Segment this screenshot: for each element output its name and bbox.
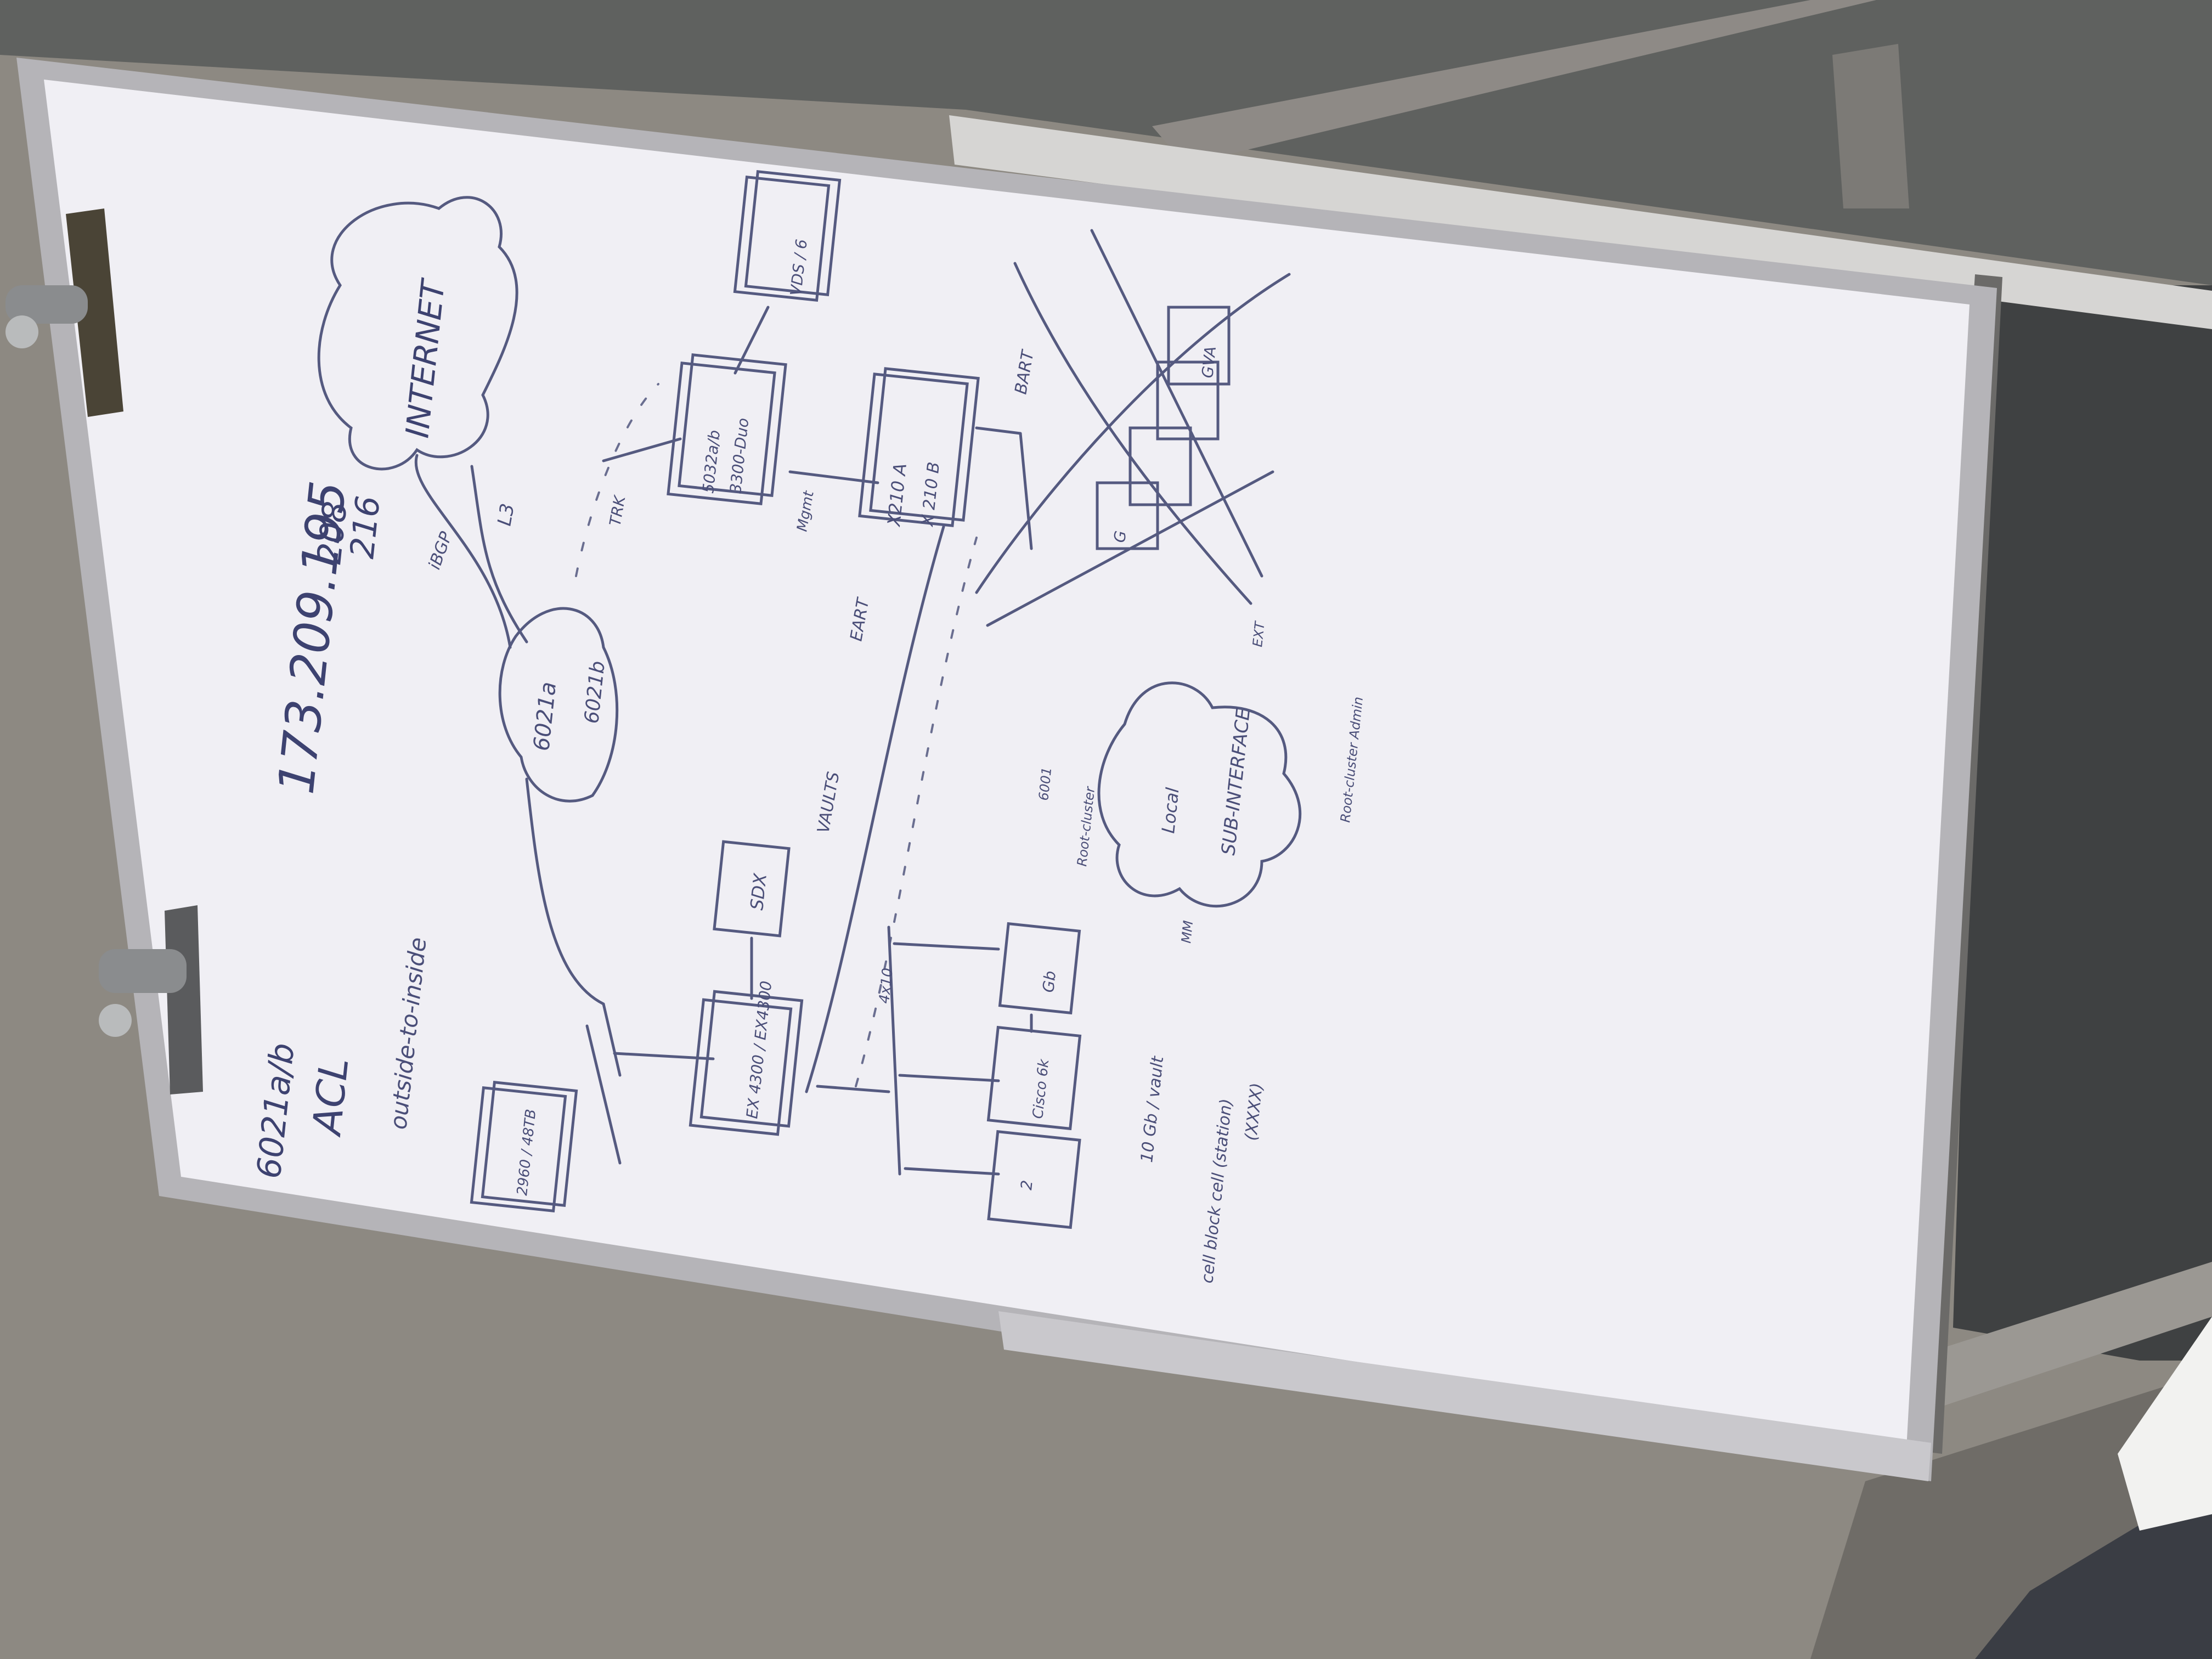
clip-top-icon bbox=[5, 208, 123, 417]
clip-bottom-icon bbox=[99, 905, 203, 1094]
sub-interface-inner: Local bbox=[1158, 787, 1183, 834]
link-4x10-label: 4x10 bbox=[876, 967, 896, 1005]
svg-text:SDX: SDX bbox=[746, 872, 771, 911]
easel-tray bbox=[949, 115, 2212, 329]
easel-dark-panel bbox=[1953, 285, 2212, 1361]
easel-leg-top bbox=[1152, 0, 1876, 165]
crossed-out-cluster: GVA G bbox=[975, 229, 1291, 627]
sdx-box: SDX bbox=[713, 840, 791, 938]
sub-bottom-left: MM bbox=[1178, 919, 1196, 944]
header-ip2: 208 bbox=[310, 499, 355, 566]
whiteboard-surface bbox=[44, 80, 1970, 1448]
l3-label: L3 bbox=[493, 502, 518, 528]
svg-text:Gb: Gb bbox=[1039, 970, 1059, 994]
upper-dark-wall bbox=[0, 0, 2212, 285]
bottom-small-boxes: Gb Cisco 6k 2 bbox=[986, 922, 1082, 1229]
svg-text:G: G bbox=[1110, 530, 1130, 544]
header-ip3: 216 bbox=[343, 494, 388, 560]
easel-leg-bottom bbox=[1920, 1262, 2212, 1410]
board-bottom-tray bbox=[998, 1311, 1931, 1481]
internet-cloud bbox=[317, 196, 518, 471]
sub-top-right: EXT bbox=[1250, 619, 1268, 647]
easel-leg-right bbox=[1832, 44, 1909, 208]
svg-text:GVA: GVA bbox=[1198, 345, 1220, 379]
core-cloud bbox=[498, 607, 619, 803]
white-object bbox=[2118, 1317, 2212, 1531]
sub-interface-cloud bbox=[1097, 681, 1302, 908]
sub-note-number: 6001 bbox=[1036, 766, 1054, 802]
header-line2: ACL bbox=[303, 1056, 358, 1139]
svg-text:2: 2 bbox=[1017, 1180, 1036, 1191]
